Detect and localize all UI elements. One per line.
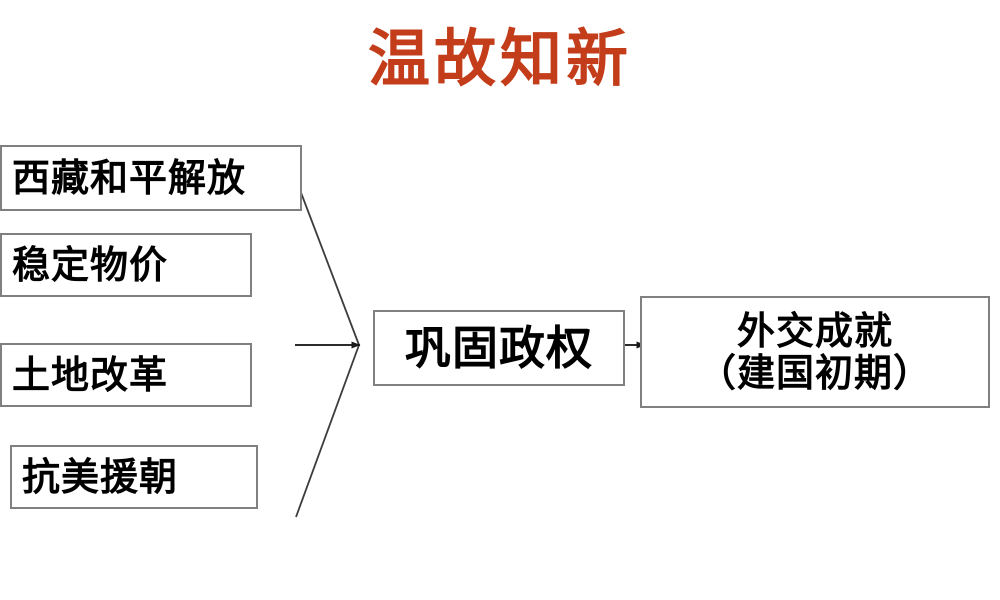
node-consolidate-power[interactable]: 巩固政权 (373, 310, 625, 386)
node-label-line1: 外交成就 (736, 308, 893, 354)
page-title: 温故知新 (367, 22, 632, 95)
node-diplomatic-achievements[interactable]: 外交成就 （建国初期） (640, 296, 990, 408)
node-land-reform[interactable]: 土地改革 (0, 343, 252, 407)
node-resist-america-aid-korea[interactable]: 抗美援朝 (10, 445, 258, 509)
node-label: 西藏和平解放 (12, 155, 247, 201)
node-tibet-peaceful-liberation[interactable]: 西藏和平解放 (0, 145, 302, 211)
node-label: 抗美援朝 (22, 454, 179, 500)
connector-tibet-to-center (299, 189, 360, 346)
connector-korea-to-center (295, 344, 360, 518)
node-stabilize-prices[interactable]: 稳定物价 (0, 233, 252, 297)
node-label: 土地改革 (12, 352, 169, 398)
node-label: 巩固政权 (405, 320, 593, 375)
node-label: 稳定物价 (12, 242, 169, 288)
node-label-line2: （建国初期） (697, 350, 932, 395)
